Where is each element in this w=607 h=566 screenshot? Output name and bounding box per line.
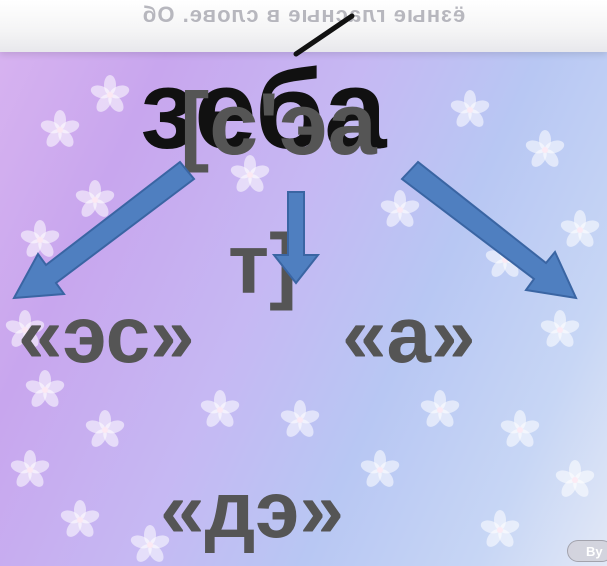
middle-arrow xyxy=(271,191,321,285)
letter-name-de: «дэ» xyxy=(160,465,344,554)
letter-name-a: «а» xyxy=(342,290,476,379)
corner-view-button[interactable]: Ву xyxy=(567,540,607,562)
letter-name-es: «эс» xyxy=(18,290,195,379)
transcription-text: [с'эа xyxy=(180,74,377,173)
right-arrow xyxy=(400,160,578,300)
word-text: зеба xyxy=(140,47,387,172)
left-arrow xyxy=(12,160,196,300)
